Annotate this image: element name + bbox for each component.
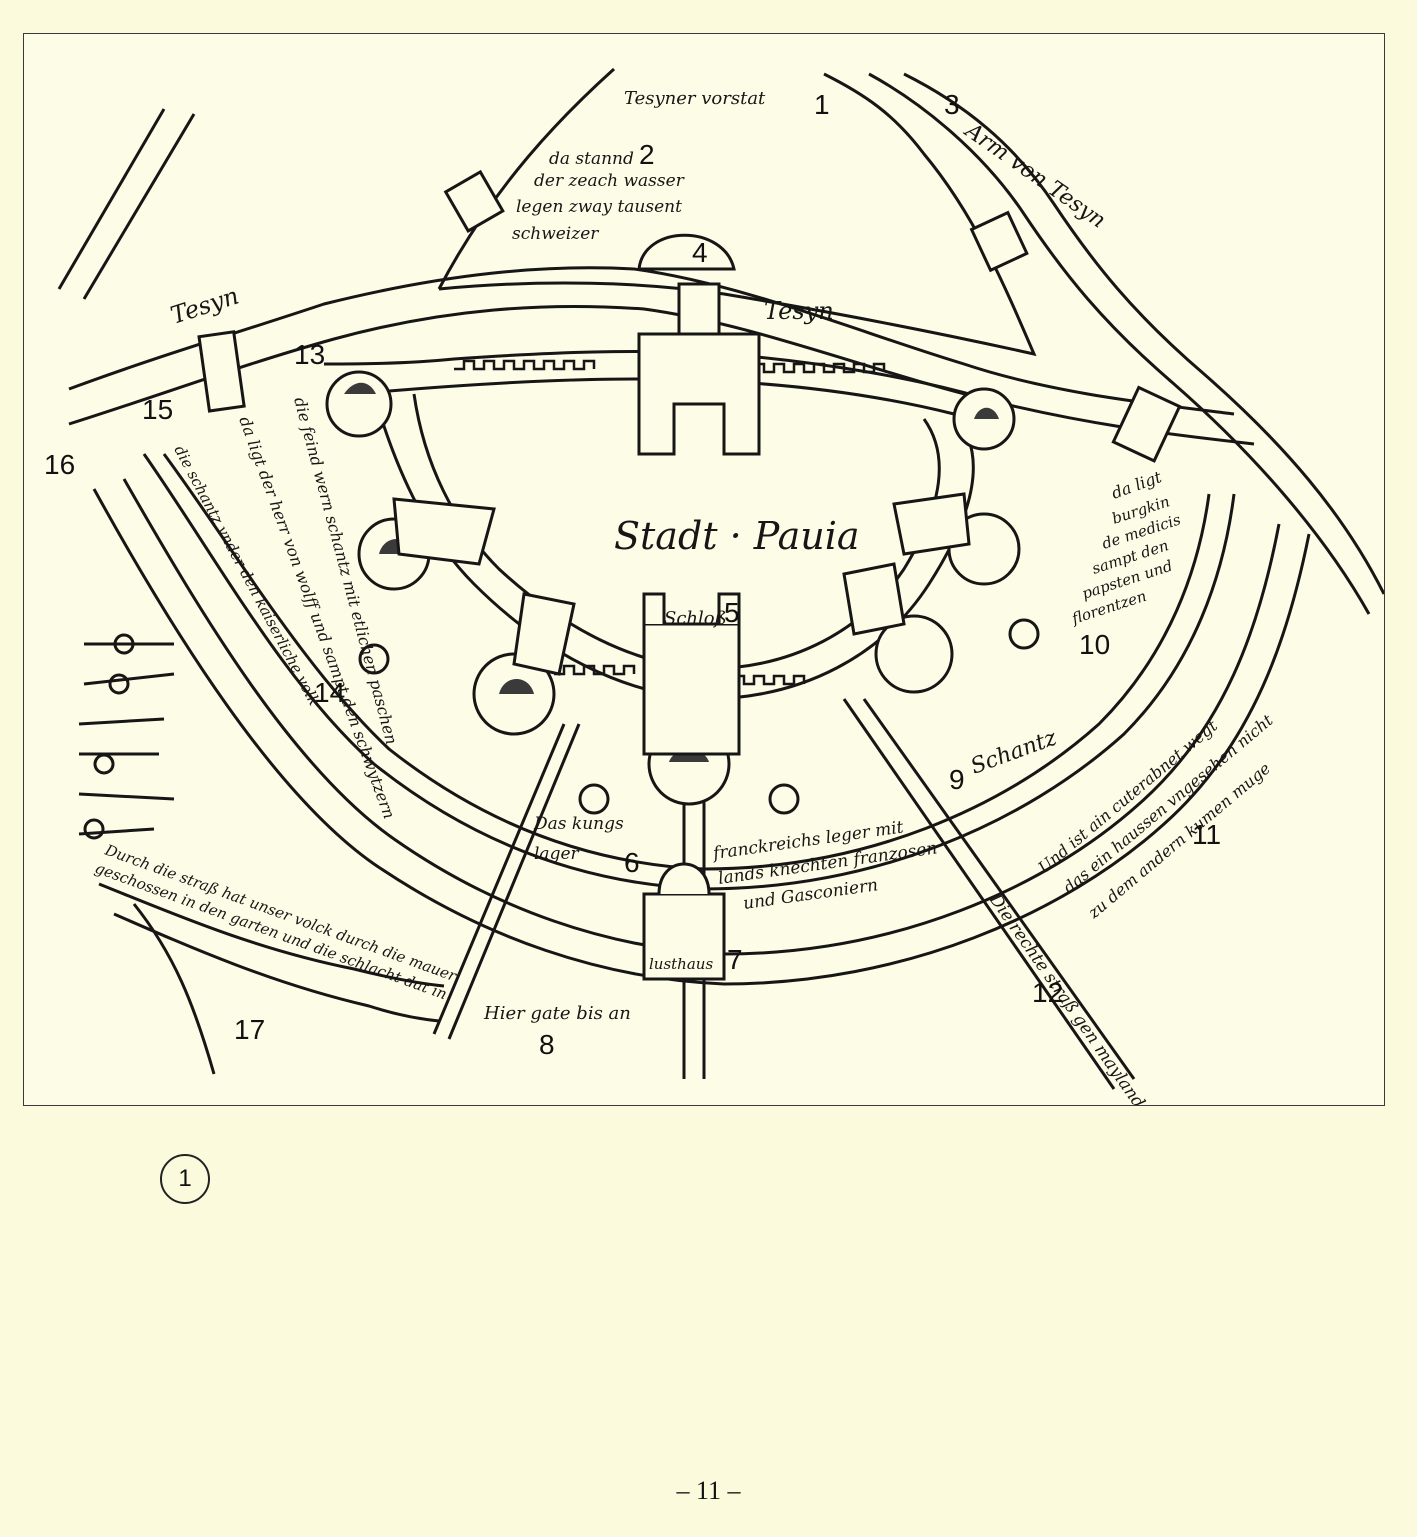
marker-1: 1 xyxy=(814,89,830,120)
schantz-label: Schantz xyxy=(968,725,1061,779)
figure-number-badge: 1 xyxy=(160,1154,210,1204)
kings-camp-line-1: Das kungs xyxy=(533,814,624,834)
label-2-line-3: legen zway tausent xyxy=(516,197,682,217)
marker-10: 10 xyxy=(1079,629,1110,660)
right-bottom-line-2: das ein haussen vngesehen nicht xyxy=(1059,710,1277,897)
siege-map-pavia: Stadt · Pauia Tesyn Tesyn Arm von Tesyn … xyxy=(44,67,1384,1106)
kings-camp-line-2: lager xyxy=(534,844,580,864)
castle-label: Schloß xyxy=(664,608,727,629)
label-2-line-1: da stannd xyxy=(549,149,634,169)
map-frame: Stadt · Pauia Tesyn Tesyn Arm von Tesyn … xyxy=(23,33,1385,1106)
page-number: – 11 – xyxy=(676,1476,741,1505)
bottom-left-line-2: geschossen in den garten und die schlach… xyxy=(93,859,450,1004)
marker-3: 3 xyxy=(944,89,960,120)
marker-14: 14 xyxy=(314,677,345,708)
marker-9: 9 xyxy=(949,764,965,795)
marker-2: 2 xyxy=(639,139,655,170)
marker-12: 12 xyxy=(1032,977,1063,1008)
label-2-line-4: schweizer xyxy=(512,224,599,244)
bottom-left-line-1: Durch die straß hat unser volck durch di… xyxy=(102,841,460,986)
marker-4: 4 xyxy=(692,237,708,268)
marker-11: 11 xyxy=(1192,819,1221,850)
crenellation-marks xyxy=(454,359,886,686)
map-linework xyxy=(57,67,1384,1090)
marker-16: 16 xyxy=(44,449,75,480)
marker-8: 8 xyxy=(539,1029,555,1060)
river-label-left: Tesyn xyxy=(167,282,242,330)
marker-15: 15 xyxy=(142,394,173,425)
marker-7: 7 xyxy=(727,944,743,975)
roundels xyxy=(358,618,1040,815)
marker-13: 13 xyxy=(294,339,325,370)
castle-and-gates xyxy=(392,332,971,981)
vorstadt-label: Tesyner vorstat xyxy=(624,88,766,109)
gate-label: Hier gate bis an xyxy=(483,1003,631,1024)
artillery xyxy=(78,633,175,840)
marker-6: 6 xyxy=(624,847,640,878)
lusthaus-label: lusthaus xyxy=(649,955,713,973)
bridges xyxy=(197,169,1182,463)
marker-5: 5 xyxy=(724,597,740,628)
river-label-center: Tesyn xyxy=(764,297,834,325)
road-label: Die rechte straß gen maylandt xyxy=(984,890,1152,1106)
city-label: Stadt · Pauia xyxy=(614,514,860,558)
map-number-markers: 1 2 3 4 5 6 7 8 9 10 11 12 13 14 15 16 1… xyxy=(44,89,1221,1060)
river-label-right: Arm von Tesyn xyxy=(959,117,1110,233)
label-2-line-2: der zeach wasser xyxy=(534,171,685,191)
marker-17: 17 xyxy=(234,1014,265,1045)
